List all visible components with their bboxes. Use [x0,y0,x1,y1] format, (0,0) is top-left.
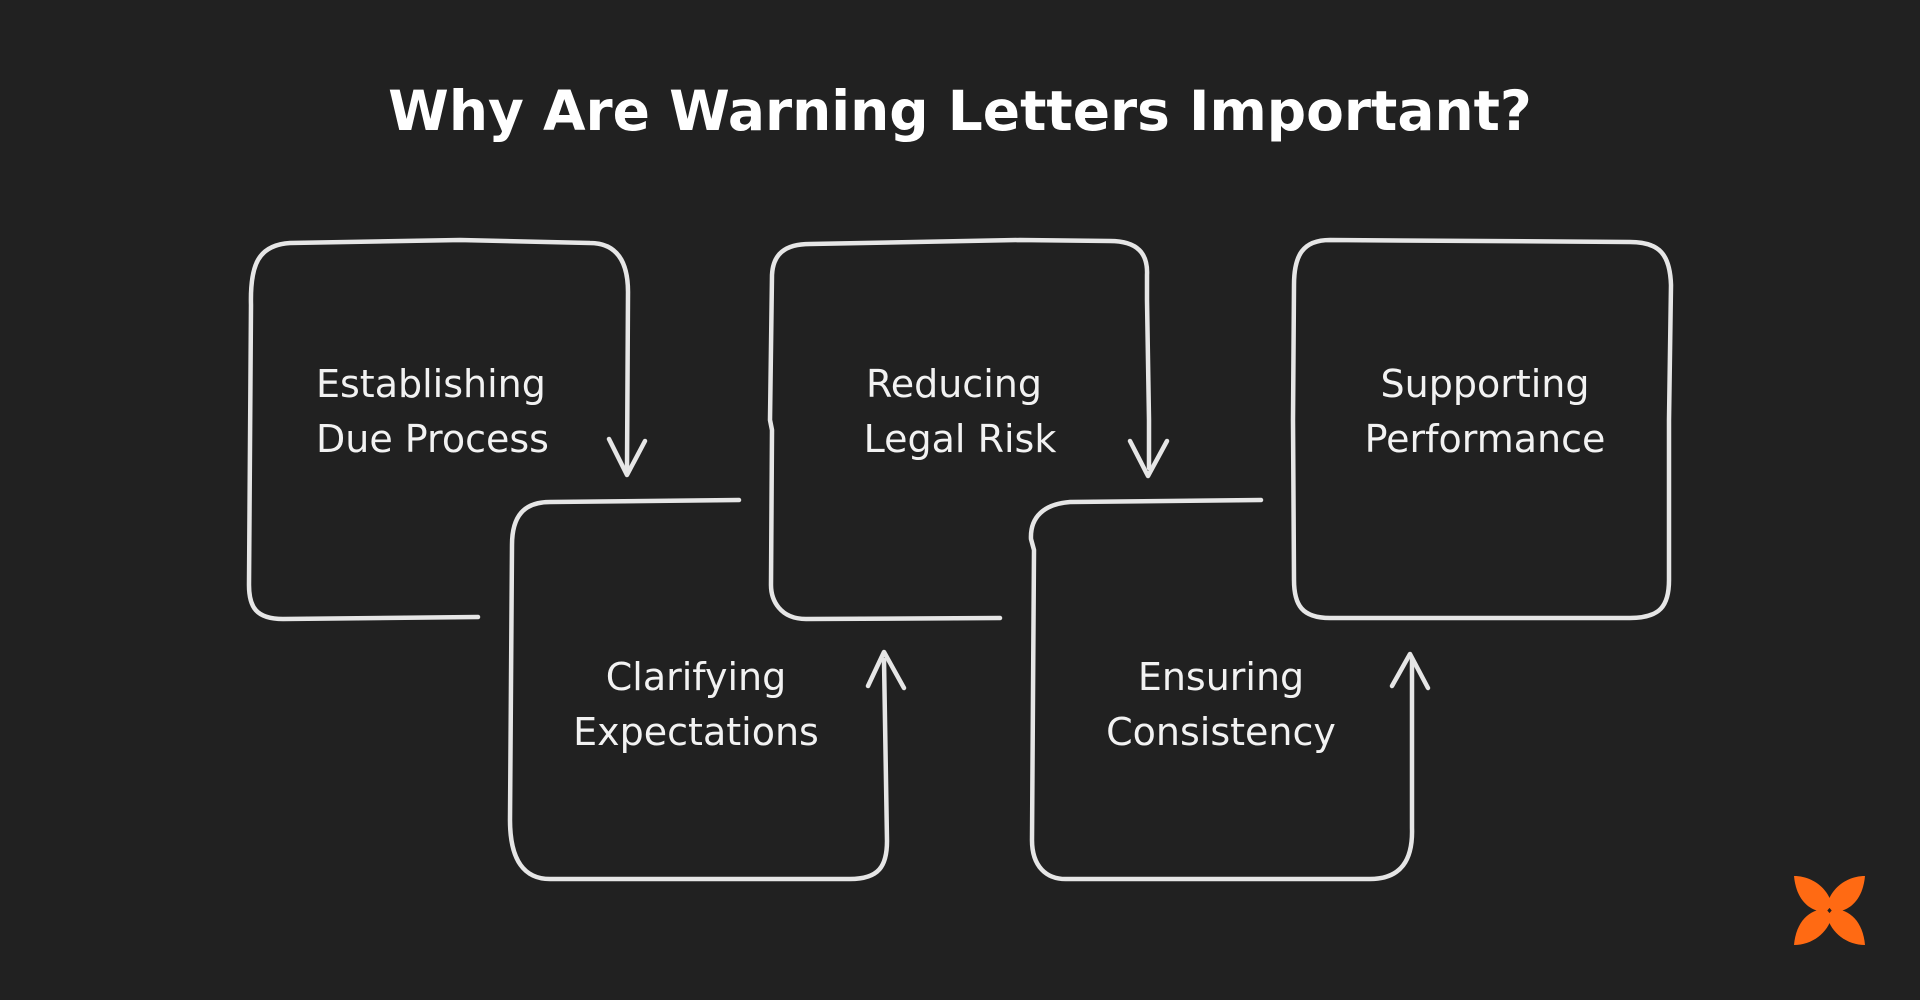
step-4-arrow-head [1389,651,1431,691]
step-1-label: Establishing [316,362,546,406]
step-box-reducing-legal-risk: Reducing Legal Risk [767,237,1170,622]
diagram-title: Why Are Warning Letters Important? [388,79,1532,143]
step-5-label-line2: Performance [1365,417,1606,461]
step-3-label-line1: Reducing [866,362,1042,406]
step-5-label: Supporting [1381,362,1590,406]
step-1-outline [246,237,631,622]
step-2-outline [507,497,890,882]
step-box-establishing-due-process: Establishing Due Process [246,237,648,622]
step-box-clarifying-expectations: Clarifying Expectations [507,497,907,882]
step-1-label-line1: Establishing [316,362,546,406]
step-1-arrow-head [606,436,648,478]
step-5-label: Performance [1365,417,1606,461]
step-3-outline [767,237,1152,622]
step-4-label: Consistency [1106,710,1336,754]
logo-wing-top-right [1827,876,1865,912]
step-1-label: Due Process [316,417,549,461]
step-4-label-line1: Ensuring [1138,655,1304,699]
step-4-label-line2: Consistency [1106,710,1336,754]
step-2-arrow-head [865,649,907,691]
step-1-label-line2: Due Process [316,417,549,461]
step-2-label: Expectations [573,710,819,754]
step-3-label-line2: Legal Risk [864,417,1057,461]
step-5-label-line1: Supporting [1381,362,1590,406]
step-5-outline [1290,237,1674,621]
step-3-label: Reducing [866,362,1042,406]
step-box-ensuring-consistency: Ensuring Consistency [1028,497,1431,882]
logo-wing-top-left [1794,876,1832,912]
step-3-label: Legal Risk [864,417,1057,461]
logo-wing-bottom-right [1827,909,1865,945]
step-box-supporting-performance: Supporting Performance [1290,237,1674,621]
butterfly-icon [1794,876,1865,945]
logo-wing-bottom-left [1794,909,1832,945]
step-3-arrow-head [1127,438,1170,479]
step-2-label-line1: Clarifying [606,655,787,699]
step-4-label: Ensuring [1138,655,1304,699]
step-2-label-line2: Expectations [573,710,819,754]
step-4-outline [1028,497,1415,882]
step-2-label: Clarifying [606,655,787,699]
